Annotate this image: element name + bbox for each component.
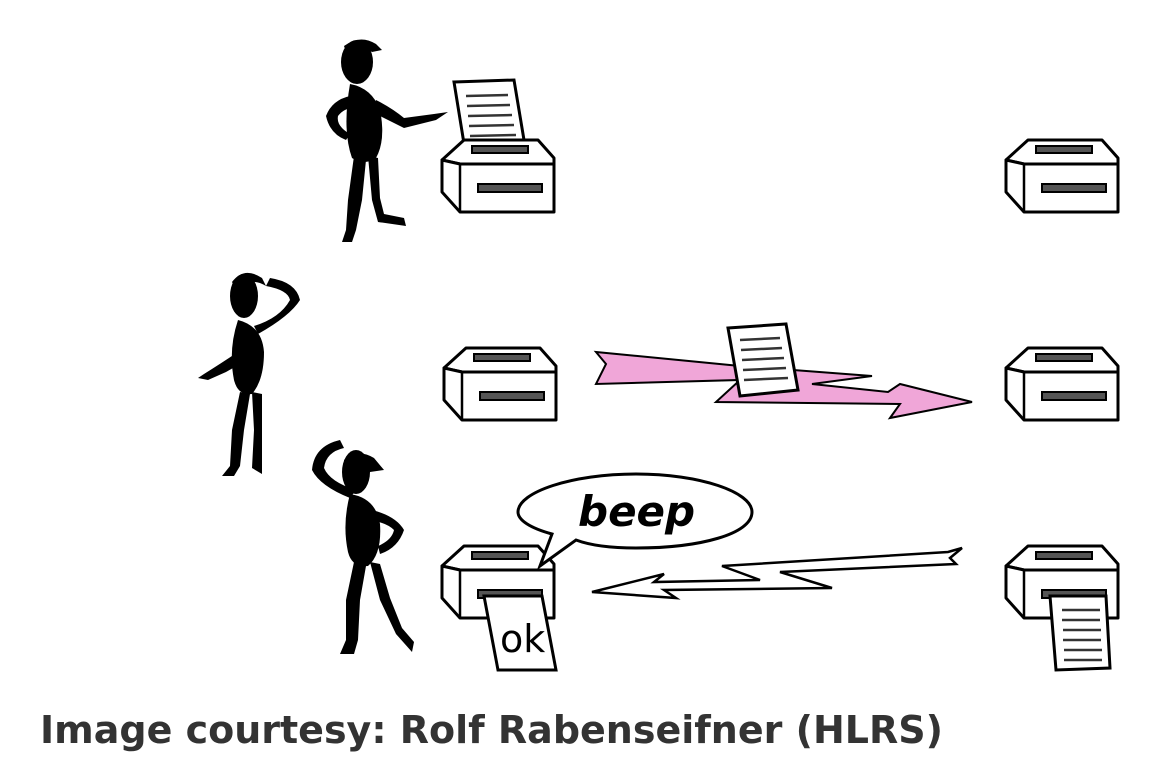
bubble-text: beep xyxy=(578,487,695,536)
speech-bubble-icon: beep xyxy=(516,472,754,571)
paper-sheet-icon xyxy=(1048,594,1112,672)
fax-machine-icon xyxy=(1004,346,1120,422)
person-thinking-icon xyxy=(198,272,300,476)
paper-sheet-icon: ok xyxy=(482,594,558,672)
image-caption: Image courtesy: Rolf Rabenseifner (HLRS) xyxy=(40,708,943,752)
fax-machine-icon xyxy=(442,346,558,422)
person-pointing-icon xyxy=(326,39,448,242)
fax-machine-icon xyxy=(1004,138,1120,214)
paper-sheet-icon xyxy=(726,322,800,398)
fax-machine-icon xyxy=(440,138,556,214)
receipt-text: ok xyxy=(500,617,545,661)
arrow-icon xyxy=(591,546,963,600)
fax-communication-diagram: ok beep xyxy=(198,39,1120,672)
person-scratching-head-icon xyxy=(312,440,414,654)
